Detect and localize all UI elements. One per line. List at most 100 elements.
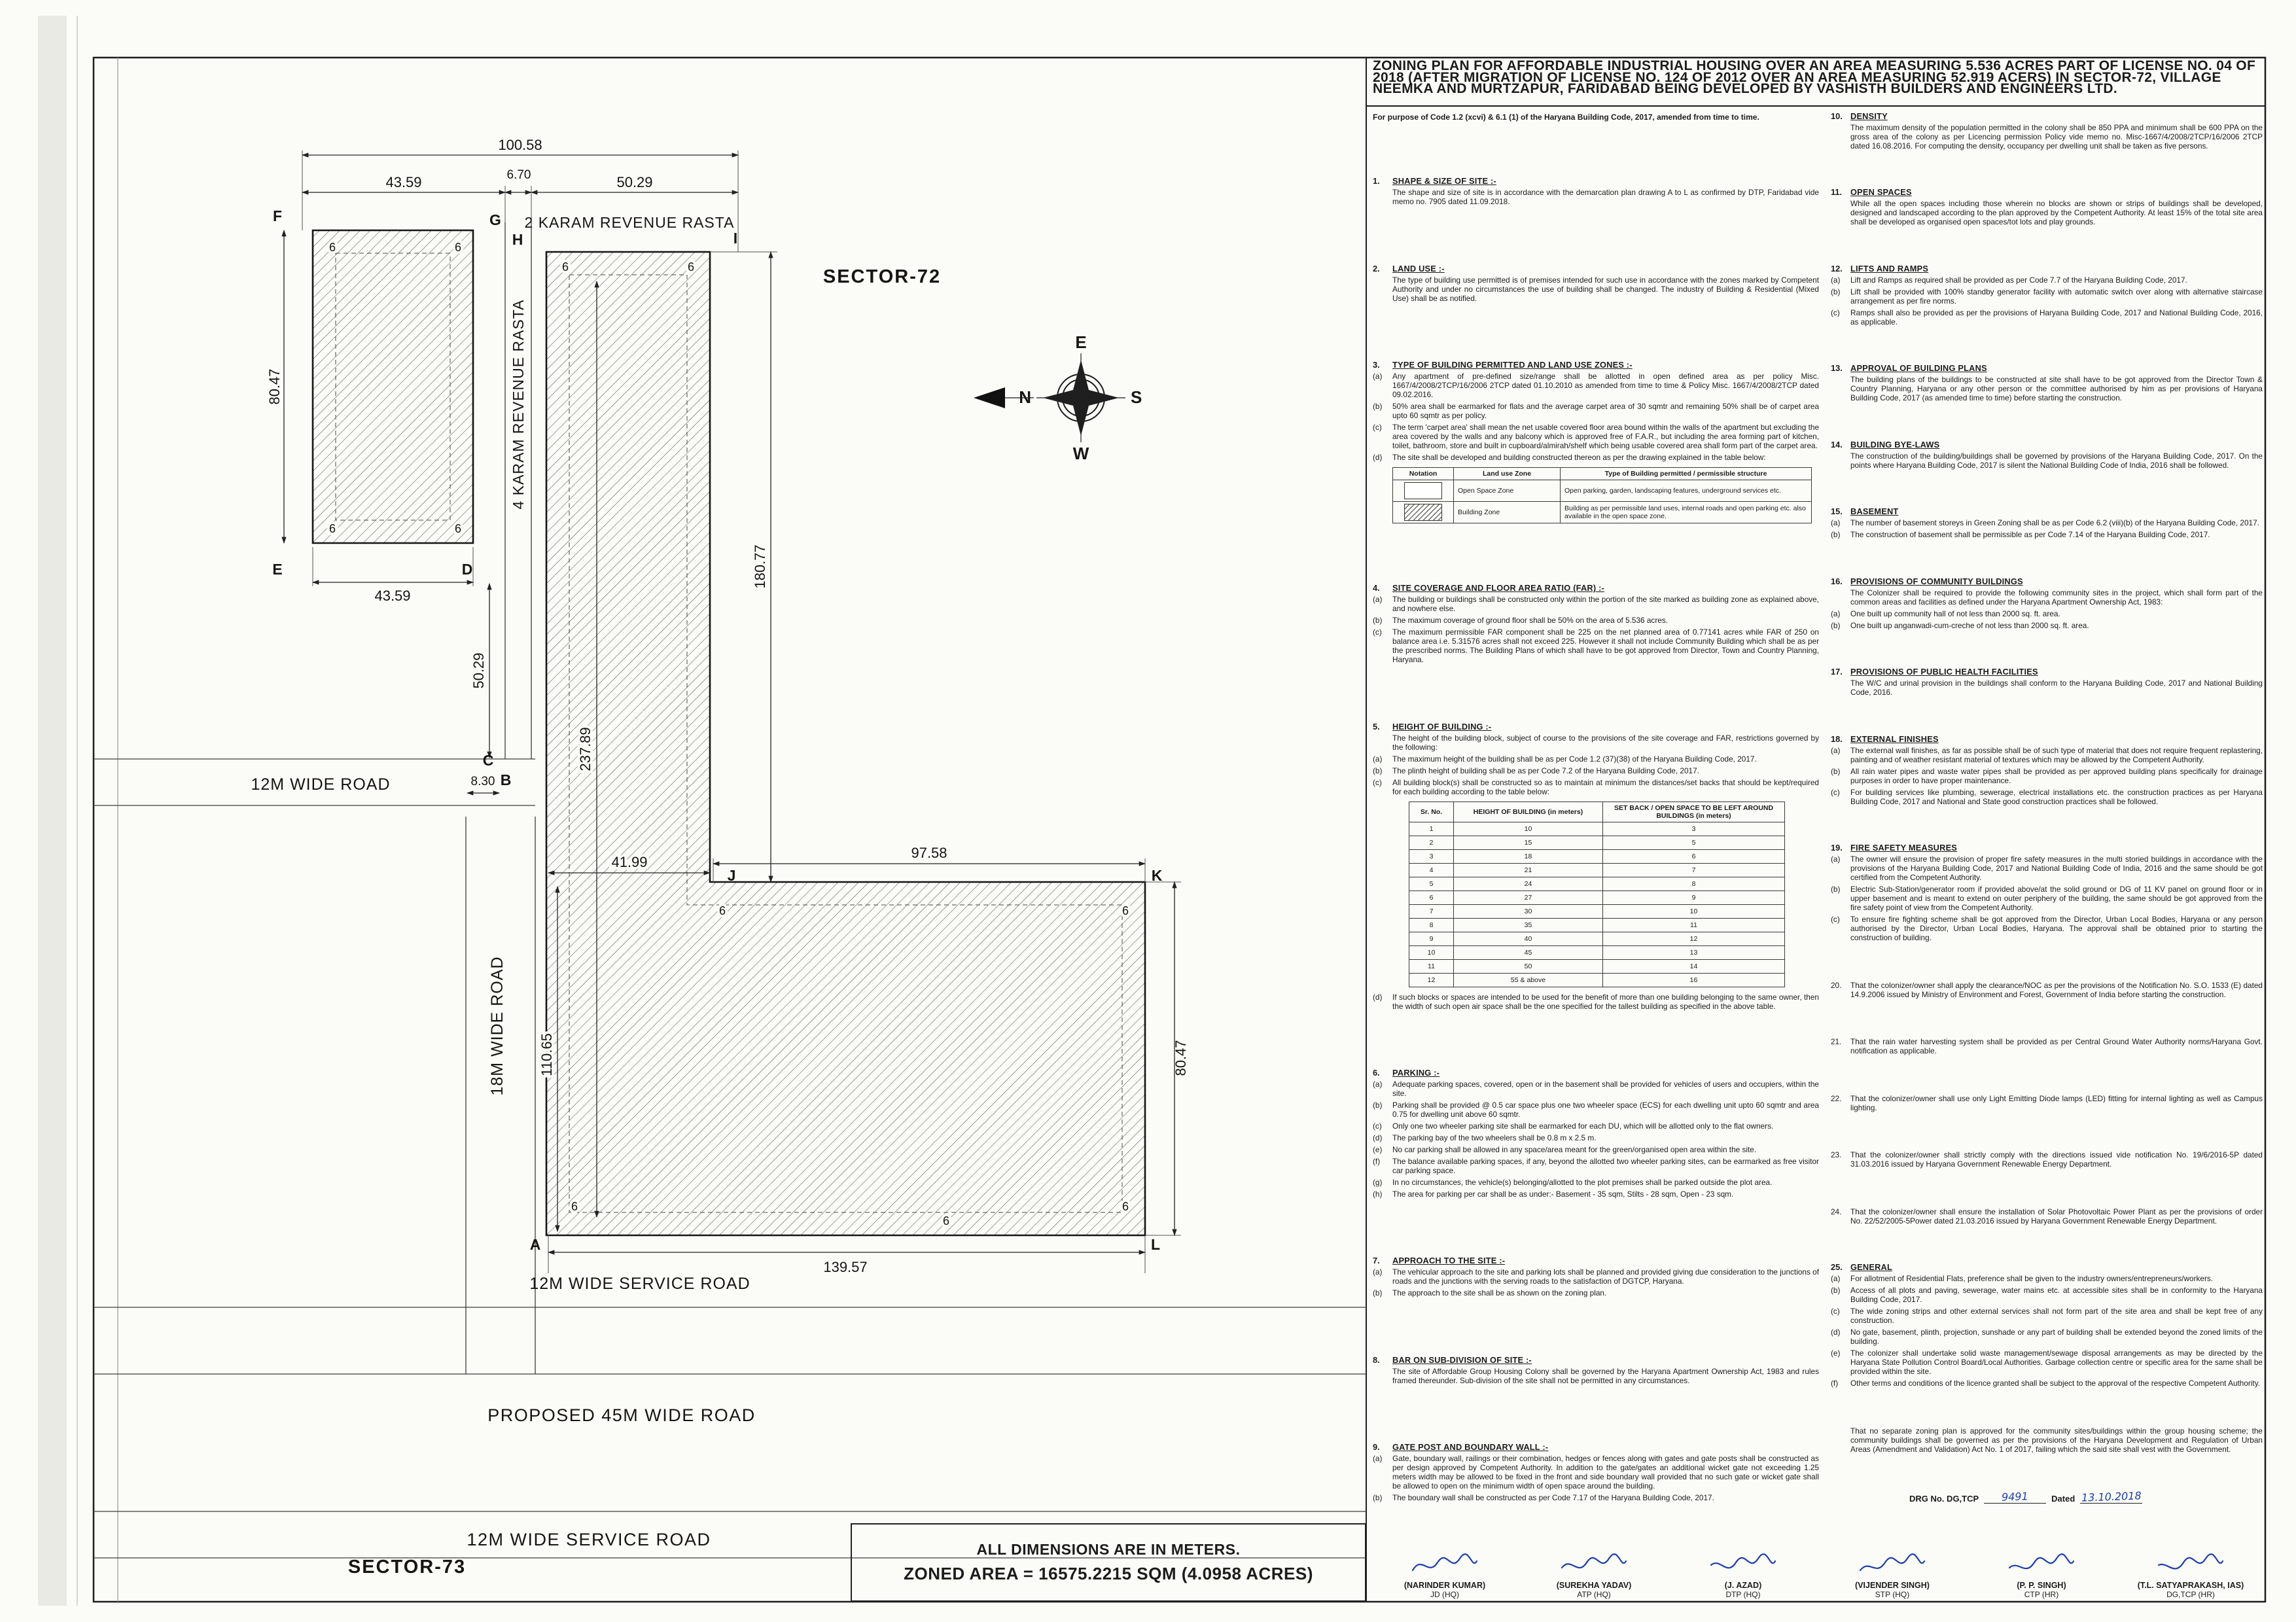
clause-letter: 20. — [1831, 980, 1842, 990]
clause-paragraph: (a)The external wall finishes, as far as… — [1831, 746, 2263, 764]
clause-letter: (b) — [1373, 616, 1383, 626]
clause-paragraph: 23. That the colonizer/owner shall strict… — [1831, 1150, 2263, 1169]
section-number: 11. — [1831, 187, 1843, 198]
signature-block: (T.L. SATYAPRAKASH, IAS)DG,TCP (HR) — [2119, 1551, 2263, 1599]
signature-block: (SUREKHA YADAV)ATP (HQ) — [1522, 1551, 1666, 1599]
table-cell — [1392, 501, 1454, 523]
section-title: EXTERNAL FINISHES — [1850, 733, 1939, 744]
clause-paragraph: (c)For building services like plumbing, … — [1831, 788, 2263, 806]
section-24: 24.That the colonizer/owner shall ensure… — [1831, 1206, 2263, 1228]
clause-paragraph: That no separate zoning plan is approved… — [1831, 1426, 2263, 1454]
compass-rose: E N S W — [974, 332, 1142, 463]
section-title: TYPE OF BUILDING PERMITTED AND LAND USE … — [1392, 359, 1633, 370]
clause-letter — [1831, 451, 1850, 470]
section-title: LAND USE :- — [1392, 263, 1445, 273]
signatory-designation: ATP (HQ) — [1577, 1590, 1611, 1599]
table-cell: 21 — [1453, 862, 1603, 877]
table-cell: 55 & above — [1453, 972, 1603, 987]
clause-paragraph: (d)If such blocks or spaces are intended… — [1373, 993, 1819, 1011]
signature-block: (J. AZAD)DTP (HQ) — [1671, 1551, 1815, 1599]
section-number: 2. — [1373, 263, 1380, 273]
section-number: 14. — [1831, 439, 1843, 450]
table-cell: 3 — [1602, 821, 1785, 836]
section-20: 20.That the colonizer/owner shall apply … — [1831, 979, 2263, 1002]
svg-text:8.30: 8.30 — [471, 775, 495, 788]
section-title: FIRE SAFETY MEASURES — [1850, 843, 1958, 853]
table-cell: 13 — [1602, 945, 1785, 960]
clause-letter: 23. — [1831, 1150, 1842, 1160]
section-number: 6. — [1373, 1067, 1380, 1078]
dimension-small-bottom: 43.59 — [311, 580, 474, 604]
signatory-designation: CTP (HR) — [2024, 1590, 2059, 1599]
clause-text: The colonizer shall undertake solid wast… — [1850, 1349, 2263, 1377]
dimensions-note: ALL DIMENSIONS ARE IN METERS. — [976, 1541, 1241, 1558]
drg-number-line: DRG No. DG,TCP 9491 Dated 13.10.2018 — [1909, 1489, 2263, 1504]
clause-letter: (d) — [1373, 1133, 1383, 1142]
table-cell: 7 — [1602, 862, 1785, 877]
table-cell: 10 — [1602, 904, 1785, 919]
svg-text:100.58: 100.58 — [498, 137, 542, 153]
section-title: PROVISIONS OF PUBLIC HEALTH FACILITIES — [1850, 667, 2038, 677]
section-heading: 10.DENSITY — [1831, 111, 2263, 121]
clause-letter: (c) — [1831, 308, 1840, 317]
clause-letter: (b) — [1373, 766, 1383, 775]
svg-text:F: F — [273, 207, 282, 224]
road-lines — [94, 222, 1366, 1559]
clause-paragraph: (c)To ensure fire fighting scheme shall … — [1831, 915, 2263, 942]
clause-text: One built up anganwadi-cum-creche of not… — [1850, 620, 2089, 630]
height-setback-table: Sr. No.HEIGHT OF BUILDING (in meters)SET… — [1409, 801, 1785, 987]
section-21: 21.That the rain water harvesting system… — [1831, 1036, 2263, 1058]
scan-artifact-line — [77, 16, 78, 1606]
clause-paragraph: (c)The maximum permissible FAR component… — [1373, 627, 1819, 664]
clause-letter: (a) — [1831, 608, 1841, 618]
svg-text:80.47: 80.47 — [266, 368, 283, 404]
clause-text: The parking bay of the two wheelers shal… — [1392, 1133, 1597, 1142]
drg-number-handwritten: 9491 — [2001, 1490, 2029, 1504]
table-cell: 45 — [1453, 945, 1603, 960]
clause-text: That the colonizer/owner shall strictly … — [1850, 1150, 2263, 1169]
clause-letter: 22. — [1831, 1093, 1842, 1103]
clause-letter — [1831, 375, 1850, 402]
clause-paragraph: (a)One built up community hall of not le… — [1831, 609, 2263, 618]
clause-text: For building services like plumbing, sew… — [1850, 787, 2263, 806]
table-cell: Building Zone — [1453, 501, 1561, 523]
dimension-small-top: 43.59 — [301, 174, 506, 195]
clause-text: The number of basement storeys in Green … — [1850, 518, 2259, 528]
clause-letter: (g) — [1373, 1177, 1383, 1187]
clause-paragraph: (c)The term 'carpet area' shall mean the… — [1373, 423, 1819, 450]
section-heading: 12.LIFTS AND RAMPS — [1831, 264, 2263, 273]
notes-column-left: For purpose of Code 1.2 (xcvi) & 6.1 (1)… — [1373, 113, 1819, 1505]
section-title: SITE COVERAGE AND FLOOR AREA RATIO (FAR)… — [1392, 583, 1605, 593]
svg-text:43.59: 43.59 — [374, 588, 410, 604]
open-swatch — [1404, 482, 1442, 499]
table-cell: 8 — [1409, 917, 1454, 932]
table-cell: Open Space Zone — [1453, 479, 1561, 502]
section-title: OPEN SPACES — [1850, 187, 1912, 198]
clause-paragraph: (b)All rain water pipes and waste water … — [1831, 767, 2263, 785]
svg-text:E: E — [272, 561, 282, 578]
section-number: 9. — [1373, 1441, 1380, 1452]
clause-letter: (a) — [1831, 1274, 1841, 1284]
table-cell: 27 — [1453, 890, 1603, 905]
table-cell: 9 — [1409, 931, 1454, 946]
clause-text: The W/C and urinal provision in the buil… — [1850, 679, 2263, 697]
section-number: 5. — [1373, 721, 1380, 732]
svg-text:W: W — [1073, 444, 1089, 463]
section-9: 9.GATE POST AND BOUNDARY WALL :-(a)Gate,… — [1373, 1442, 1819, 1505]
section-heading: 1.SHAPE & SIZE OF SITE :- — [1373, 176, 1819, 186]
clause-letter: (f) — [1831, 1379, 1839, 1388]
clause-paragraph: (d) The parking bay of the two wheelers s… — [1373, 1133, 1819, 1142]
svg-text:6.70: 6.70 — [507, 168, 531, 182]
section-number: 1. — [1373, 176, 1380, 186]
clause-letter: (b) — [1373, 1100, 1383, 1110]
clause-text: That the colonizer/owner shall use only … — [1850, 1093, 2263, 1112]
signatory-name: (P. P. SINGH) — [2017, 1581, 2066, 1590]
svg-text:6: 6 — [329, 522, 336, 535]
table-cell: 11 — [1602, 917, 1785, 932]
dimension-bottom: 139.57 — [547, 1250, 1146, 1275]
section-number: 3. — [1373, 359, 1380, 370]
clause-text: Any apartment of pre-defined size/range … — [1392, 371, 1819, 399]
